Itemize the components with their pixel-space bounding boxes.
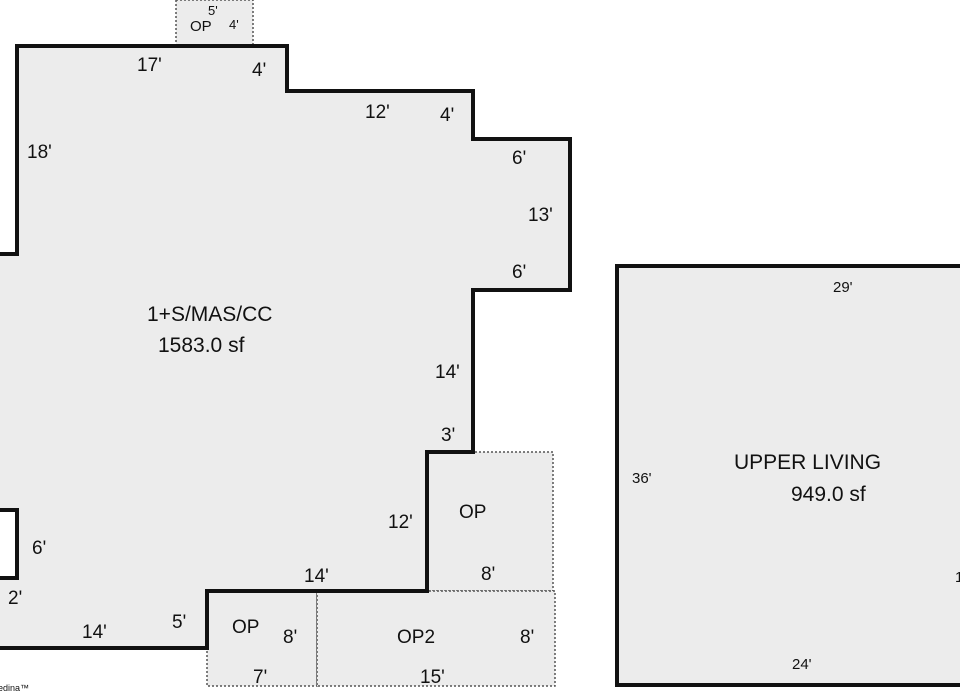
upper-dim-left: 36' xyxy=(632,470,652,487)
dim-right: 13' xyxy=(528,205,553,226)
notch-wall xyxy=(0,508,19,580)
porch-op2-dim-h: 8' xyxy=(520,627,534,648)
porch-op2 xyxy=(316,590,556,687)
upper-dim-bottom: 24' xyxy=(792,656,812,673)
dim-top: 17' xyxy=(137,55,162,76)
dim-right-bottom: 6' xyxy=(512,262,526,283)
porch-top-dim-w: 5' xyxy=(208,3,218,18)
footer-brand: edina™ xyxy=(0,683,29,693)
porch-op2-dim-w: 15' xyxy=(420,667,445,688)
main-area-walls xyxy=(0,44,572,650)
upper-dim-top: 29' xyxy=(833,279,853,296)
dim-bottom: 14' xyxy=(82,622,107,643)
dim-notch-h: 6' xyxy=(32,538,46,559)
dim-step2: 4' xyxy=(440,105,454,126)
porch-op2-label: OP2 xyxy=(397,627,435,648)
porch-top-label: OP xyxy=(190,18,212,35)
dim-inner-right2: 12' xyxy=(388,512,413,533)
dim-top2: 12' xyxy=(365,102,390,123)
main-area-fill xyxy=(0,46,570,648)
porch-top xyxy=(175,0,254,47)
porch-bl-dim-w: 7' xyxy=(253,667,267,688)
porch-bottom-left xyxy=(206,590,318,687)
upper-dim-right: 1 xyxy=(955,569,960,586)
dim-left: 18' xyxy=(27,142,52,163)
dim-inner-step: 3' xyxy=(441,425,455,446)
porch-right-label: OP xyxy=(459,502,486,523)
dim-notch-w: 2' xyxy=(8,588,22,609)
dim-inner-right: 14' xyxy=(435,362,460,383)
porch-right xyxy=(426,451,554,592)
dim-bottom-mid: 14' xyxy=(304,566,329,587)
porch-top-dim-h: 4' xyxy=(229,17,239,32)
dim-step-bottom: 5' xyxy=(172,612,186,633)
upper-area-name: UPPER LIVING xyxy=(734,451,881,474)
porch-bl-label: OP xyxy=(232,617,259,638)
dim-step1: 4' xyxy=(252,60,266,81)
porch-right-dim: 8' xyxy=(481,564,495,585)
main-area-name: 1+S/MAS/CC xyxy=(147,303,272,326)
dim-right-top: 6' xyxy=(512,148,526,169)
upper-area-size: 949.0 sf xyxy=(791,483,866,506)
main-area-size: 1583.0 sf xyxy=(158,334,245,357)
porch-bl-dim-h: 8' xyxy=(283,627,297,648)
upper-living-area xyxy=(615,264,960,687)
